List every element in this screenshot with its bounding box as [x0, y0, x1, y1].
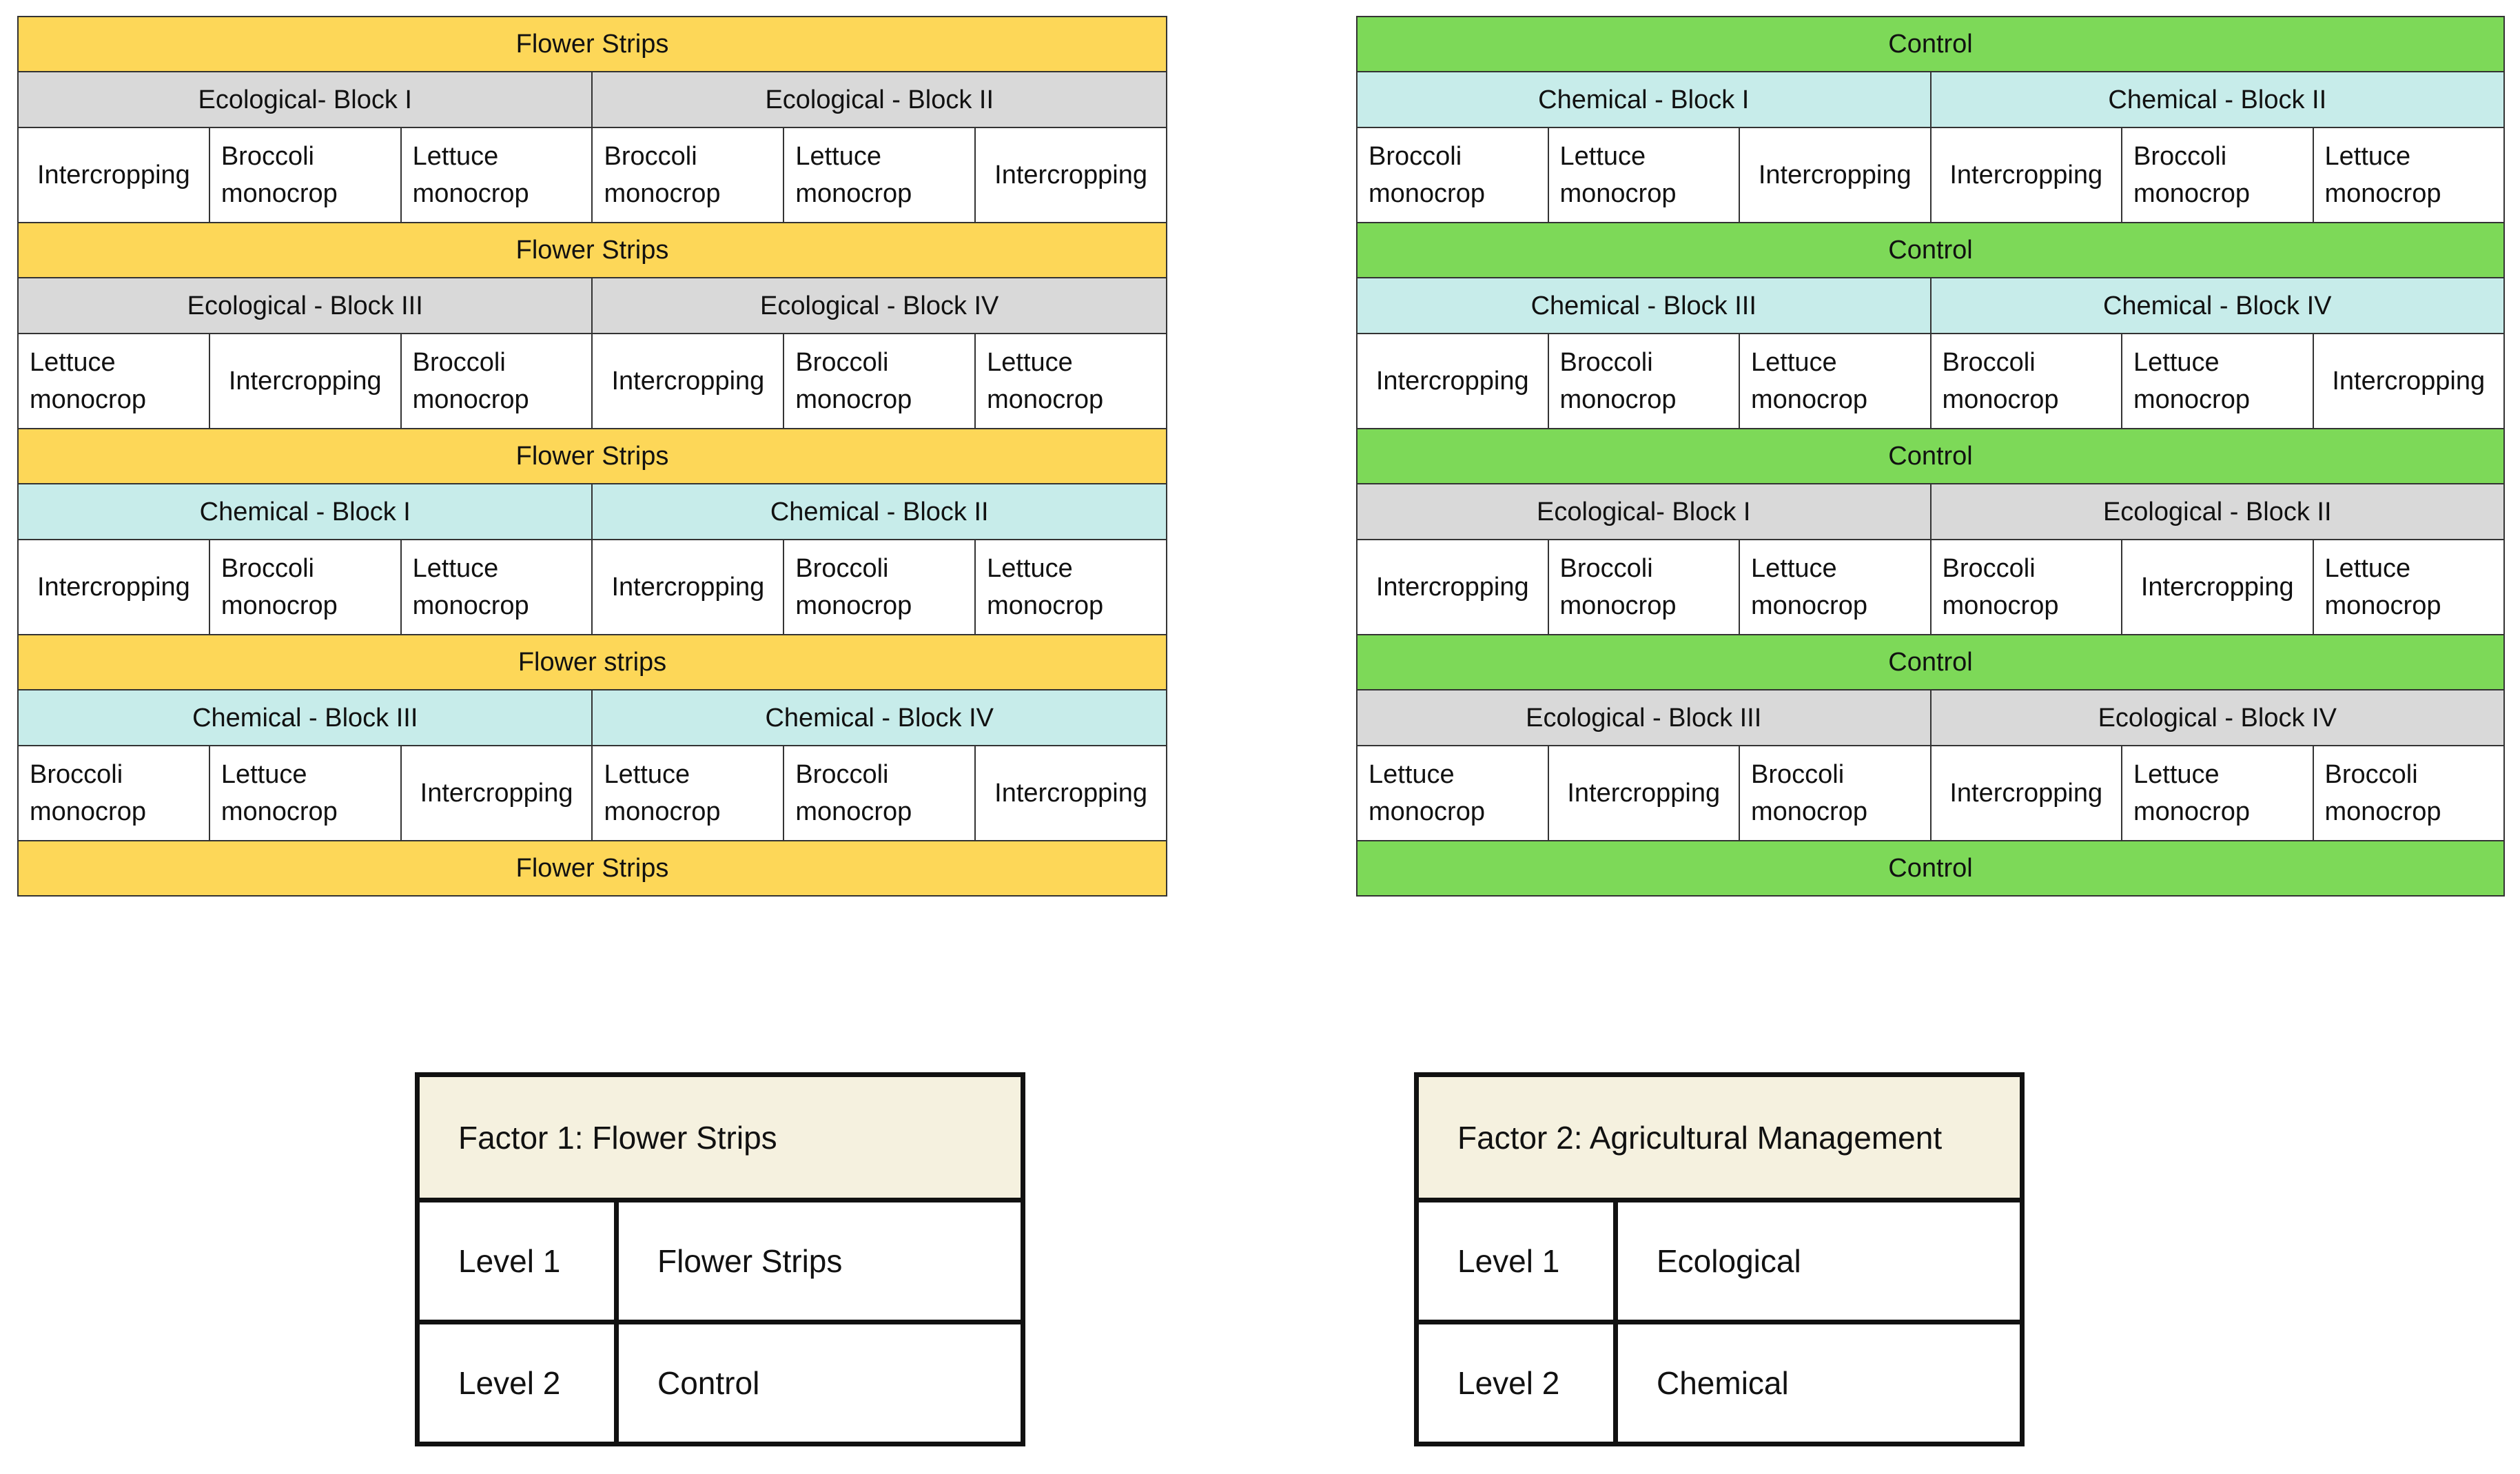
- crop-plot-cell: Broccoli monocrop: [17, 745, 210, 841]
- flower-strip-row: Flower strips: [17, 634, 1167, 690]
- crop-plot-cell: Intercropping: [208, 333, 402, 429]
- crop-plot-cell: Lettuce monocrop: [400, 539, 593, 635]
- control-strip-row: Control: [1356, 840, 2505, 897]
- ecological-block-header: Ecological- Block I: [17, 71, 593, 128]
- chemical-block-header: Chemical - Block II: [591, 483, 1167, 540]
- crop-plot-cell: Broccoli monocrop: [400, 333, 593, 429]
- legend-title: Factor 1: Flower Strips: [415, 1072, 1025, 1202]
- flower-strip-row: Flower Strips: [17, 428, 1167, 484]
- crop-plot-cell: Lettuce monocrop: [974, 539, 1167, 635]
- crop-plot-cell: Intercropping: [974, 745, 1167, 841]
- crop-plot-cell: Lettuce monocrop: [1547, 127, 1740, 223]
- crop-plot-cell: Broccoli monocrop: [1929, 539, 2122, 635]
- crop-plot-cell: Intercropping: [17, 127, 210, 223]
- crop-plot-cell: Lettuce monocrop: [591, 745, 785, 841]
- crop-plot-cell: Broccoli monocrop: [591, 127, 785, 223]
- crop-plot-cell: Lettuce monocrop: [783, 127, 976, 223]
- crop-plot-cell: Intercropping: [1929, 127, 2122, 223]
- flower-strip-row: Flower Strips: [17, 840, 1167, 897]
- ecological-block-header: Ecological - Block II: [591, 71, 1167, 128]
- chemical-block-header: Chemical - Block III: [17, 689, 593, 746]
- control-strip-row: Control: [1356, 634, 2505, 690]
- ecological-block-header: Ecological - Block IV: [591, 277, 1167, 334]
- crop-plot-cell: Intercropping: [2312, 333, 2505, 429]
- crop-plot-cell: Intercropping: [974, 127, 1167, 223]
- legend-level-value: Flower Strips: [614, 1198, 1025, 1324]
- crop-plot-cell: Lettuce monocrop: [1739, 333, 1932, 429]
- legend-level-label: Level 2: [1414, 1320, 1618, 1446]
- crop-plot-cell: Broccoli monocrop: [1739, 745, 1932, 841]
- crop-plot-cell: Broccoli monocrop: [208, 127, 402, 223]
- crop-plot-cell: Lettuce monocrop: [400, 127, 593, 223]
- chemical-block-header: Chemical - Block IV: [1929, 277, 2505, 334]
- chemical-block-header: Chemical - Block II: [1929, 71, 2505, 128]
- crop-plot-cell: Intercropping: [1547, 745, 1740, 841]
- legend-title: Factor 2: Agricultural Management: [1414, 1072, 2025, 1202]
- ecological-block-header: Ecological - Block III: [1356, 689, 1932, 746]
- crop-plot-cell: Broccoli monocrop: [208, 539, 402, 635]
- chemical-block-header: Chemical - Block I: [1356, 71, 1932, 128]
- crop-plot-cell: Broccoli monocrop: [1929, 333, 2122, 429]
- crop-plot-cell: Broccoli monocrop: [1547, 333, 1740, 429]
- flower-strip-row: Flower Strips: [17, 222, 1167, 278]
- crop-plot-cell: Intercropping: [591, 333, 785, 429]
- legend-level-label: Level 1: [1414, 1198, 1618, 1324]
- crop-plot-cell: Lettuce monocrop: [2312, 127, 2505, 223]
- crop-plot-cell: Broccoli monocrop: [1356, 127, 1549, 223]
- control-strip-row: Control: [1356, 16, 2505, 72]
- ecological-block-header: Ecological - Block IV: [1929, 689, 2505, 746]
- crop-plot-cell: Lettuce monocrop: [17, 333, 210, 429]
- crop-plot-cell: Broccoli monocrop: [783, 333, 976, 429]
- crop-plot-cell: Lettuce monocrop: [1356, 745, 1549, 841]
- legend-level-label: Level 1: [415, 1198, 619, 1324]
- legend-factor-1: Factor 1: Flower Strips Level 1 Flower S…: [415, 1072, 1025, 1446]
- crop-plot-cell: Intercropping: [1356, 333, 1549, 429]
- crop-plot-cell: Lettuce monocrop: [2121, 333, 2314, 429]
- crop-plot-cell: Lettuce monocrop: [208, 745, 402, 841]
- legend-factor-2: Factor 2: Agricultural Management Level …: [1414, 1072, 2025, 1446]
- crop-plot-cell: Broccoli monocrop: [2121, 127, 2314, 223]
- chemical-block-header: Chemical - Block III: [1356, 277, 1932, 334]
- crop-plot-cell: Lettuce monocrop: [2121, 745, 2314, 841]
- crop-plot-cell: Lettuce monocrop: [2312, 539, 2505, 635]
- chemical-block-header: Chemical - Block IV: [591, 689, 1167, 746]
- crop-plot-cell: Intercropping: [1356, 539, 1549, 635]
- legend-level-value: Control: [614, 1320, 1025, 1446]
- ecological-block-header: Ecological - Block III: [17, 277, 593, 334]
- control-strip-row: Control: [1356, 428, 2505, 484]
- flower-strip-row: Flower Strips: [17, 16, 1167, 72]
- chemical-block-header: Chemical - Block I: [17, 483, 593, 540]
- crop-plot-cell: Intercropping: [2121, 539, 2314, 635]
- crop-plot-cell: Broccoli monocrop: [783, 539, 976, 635]
- crop-plot-cell: Intercropping: [400, 745, 593, 841]
- ecological-block-header: Ecological- Block I: [1356, 483, 1932, 540]
- legend-level-label: Level 2: [415, 1320, 619, 1446]
- crop-plot-cell: Broccoli monocrop: [783, 745, 976, 841]
- legend-level-value: Ecological: [1613, 1198, 2025, 1324]
- crop-plot-cell: Intercropping: [1929, 745, 2122, 841]
- crop-plot-cell: Broccoli monocrop: [2312, 745, 2505, 841]
- ecological-block-header: Ecological - Block II: [1929, 483, 2505, 540]
- crop-plot-cell: Intercropping: [1739, 127, 1932, 223]
- legend-level-value: Chemical: [1613, 1320, 2025, 1446]
- control-strip-row: Control: [1356, 222, 2505, 278]
- crop-plot-cell: Broccoli monocrop: [1547, 539, 1740, 635]
- crop-plot-cell: Lettuce monocrop: [974, 333, 1167, 429]
- crop-plot-cell: Intercropping: [591, 539, 785, 635]
- crop-plot-cell: Lettuce monocrop: [1739, 539, 1932, 635]
- crop-plot-cell: Intercropping: [17, 539, 210, 635]
